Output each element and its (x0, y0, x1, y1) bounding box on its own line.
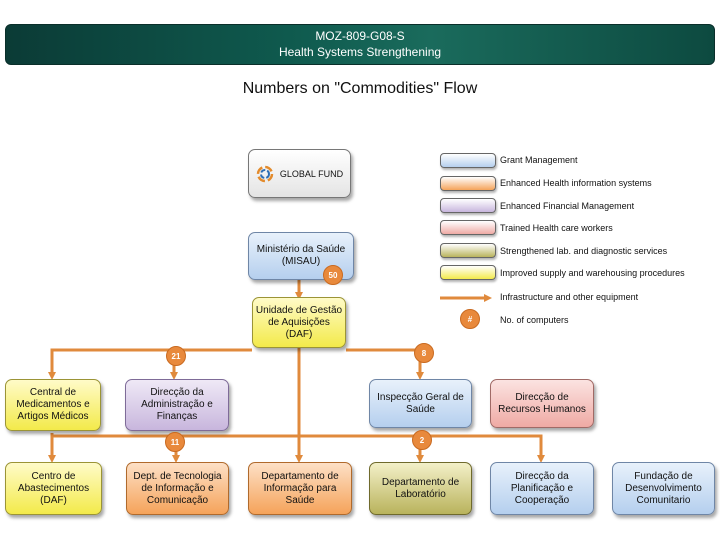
legend-label-2: Enhanced Financial Management (500, 201, 635, 211)
legend-label-3: Trained Health care workers (500, 223, 613, 233)
legend-label-5: Improved supply and warehousing procedur… (500, 268, 685, 278)
cmam-label: Central de Medicamentos e Artigos Médico… (16, 387, 90, 422)
igs-label: Inspecção Geral de Saúde (377, 391, 464, 415)
badge-misau: 50 (323, 265, 343, 285)
legend-swatch-0 (440, 153, 496, 168)
legend-label-0: Grant Management (500, 155, 578, 165)
header-code: MOZ-809-G08-S (315, 29, 405, 43)
global-fund-logo-icon (256, 165, 274, 182)
legend-swatch-3 (440, 220, 496, 235)
legend-swatch-2 (440, 198, 496, 213)
badge-daf-left: 21 (166, 346, 186, 366)
node-dpc: Direcção da Planificação e Cooperação (490, 462, 594, 515)
node-dis: Departamento de Informação para Saúde (248, 462, 352, 515)
dpc-label: Direcção da Planificação e Cooperação (510, 470, 574, 506)
legend-label-4: Strengthened lab. and diagnostic service… (500, 246, 668, 256)
legend-badge: # (460, 309, 480, 329)
daf-label: Unidade de Gestão de Aquisições (DAF) (255, 304, 343, 340)
badge-igs: 2 (412, 430, 432, 450)
header-banner: MOZ-809-G08-S Health Systems Strengtheni… (5, 24, 715, 65)
node-igs: Inspecção Geral de Saúde (369, 379, 472, 428)
node-dlab: Departamento de Laboratório (369, 462, 472, 515)
node-misau: Ministério da Saúde (MISAU) (248, 232, 354, 280)
global-fund-label: GLOBAL FUND (279, 168, 344, 179)
fdc-label: Fundação de Desenvolvimento Comunitario (625, 470, 702, 506)
line-row2 (50, 433, 545, 463)
line-daf-row1 (48, 348, 252, 380)
badge-dafin: 11 (165, 432, 185, 452)
dlab-label: Departamento de Laboratório (381, 476, 460, 500)
line-daf-right (346, 348, 424, 380)
legend-label-1: Enhanced Health information systems (500, 178, 652, 188)
node-cmam: Central de Medicamentos e Artigos Médico… (5, 379, 101, 431)
page-title: Numbers on "Commodities" Flow (242, 80, 478, 97)
node-drh: Direcção de Recursos Humanos (490, 379, 594, 428)
misau-label: Ministério da Saúde (MISAU) (256, 244, 346, 267)
node-global-fund: GLOBAL FUND (248, 149, 351, 198)
badge-daf-right: 8 (414, 343, 434, 363)
dtic-label: Dept. de Tecnologia de Informação e Comu… (133, 470, 222, 506)
node-dtic: Dept. de Tecnologia de Informação e Comu… (126, 462, 229, 515)
dafin-label: Direcção da Administração e Finanças (141, 387, 213, 422)
legend-swatch-1 (440, 176, 496, 191)
legend-swatch-4 (440, 243, 496, 258)
legend-swatch-5 (440, 265, 496, 280)
drh-label: Direcção de Recursos Humanos (498, 391, 586, 415)
node-cab: Centro de Abastecimentos (DAF) (5, 462, 102, 515)
cab-label: Centro de Abastecimentos (DAF) (17, 470, 90, 506)
legend-arrow-label: Infrastructure and other equipment (500, 292, 639, 302)
node-dafin: Direcção da Administração e Finanças (125, 379, 229, 431)
dis-label: Departamento de Informação para Saúde (261, 470, 339, 506)
node-daf: Unidade de Gestão de Aquisições (DAF) (252, 297, 346, 348)
node-fdc: Fundação de Desenvolvimento Comunitario (612, 462, 715, 515)
legend-badge-label: No. of computers (500, 315, 569, 325)
header-subtitle: Health Systems Strengthening (278, 45, 442, 59)
